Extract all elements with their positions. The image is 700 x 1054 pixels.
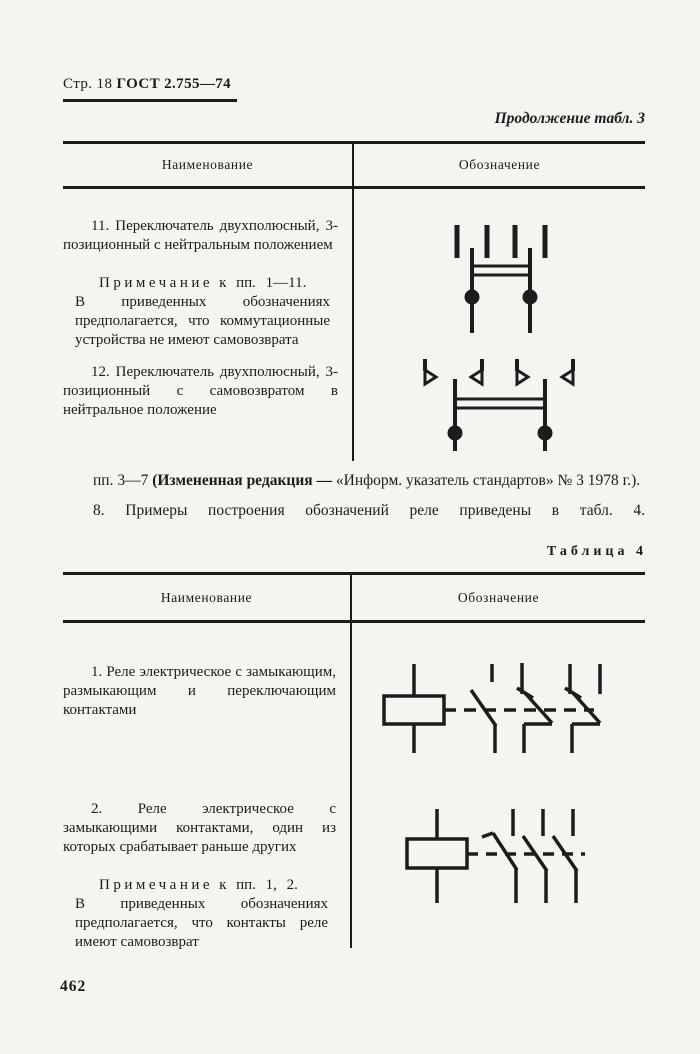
amendment-bold: (Измененная редакция — <box>152 472 333 489</box>
table-row-symbol-cell <box>350 623 645 788</box>
running-head: Стр. 18 ГОСТ 2.755—74 <box>63 76 238 102</box>
table-4: Наименование Обозначение 1. Реле электри… <box>63 572 645 950</box>
relay-no-nc-changeover-symbol <box>382 663 602 753</box>
relay-early-make-contacts-symbol <box>405 809 585 903</box>
table-row: 2. Реле электрическое с замыкающими конт… <box>63 788 350 950</box>
note-body: В приведенных обозначениях предполагаетс… <box>75 294 330 348</box>
page-number: 462 <box>60 978 87 995</box>
relay-row2-text: 2. Реле электрическое с замыкающими конт… <box>63 801 336 855</box>
table-3: Наименование Обозначение 11. Переключате… <box>63 141 645 461</box>
note-to-items-1-11: Примечание к пп. 1—11. В приведенных обоз… <box>75 274 330 350</box>
note-to-items-1-2: Примечание к пп. 1, 2. В приведенных обоз… <box>75 876 328 952</box>
body-paragraphs: пп. 3—7 (Измененная редакция — «Информ. … <box>63 470 645 521</box>
relay-row1-text: 1. Реле электрическое с замыкающим, разм… <box>63 664 336 718</box>
table3-column-header-symbol: Обозначение <box>352 144 645 189</box>
table-row: 11. Переключатель двухполюсный, 3-позици… <box>63 189 352 349</box>
switch-2pole-3pos-neutral-symbol <box>454 225 548 333</box>
item-8-paragraph: 8. Примеры построения обозначений реле п… <box>93 502 645 519</box>
table4-column-header-name: Наименование <box>63 575 350 623</box>
note-ref: к пп. 1—11. <box>219 275 307 291</box>
doc-number: ГОСТ 2.755—74 <box>116 76 232 92</box>
note-label: Примечание <box>99 275 214 291</box>
table4-caption: Таблица 4 <box>546 544 647 559</box>
row12-text: 12. Переключатель двухполюсный, 3-позици… <box>63 364 338 418</box>
amendment-prefix: пп. 3—7 <box>93 472 153 489</box>
table-row-symbol-cell <box>352 189 645 349</box>
note-ref: к пп. 1, 2. <box>219 877 298 893</box>
amendment-rest: «Информ. указатель стандартов» № 3 1978 … <box>332 472 641 489</box>
row11-text: 11. Переключатель двухполюсный, 3-позици… <box>63 218 338 253</box>
amendment-paragraph: пп. 3—7 (Измененная редакция — «Информ. … <box>63 470 645 491</box>
table-row-symbol-cell <box>352 349 645 461</box>
table-row-symbol-cell <box>350 788 645 948</box>
table3-column-header-name: Наименование <box>63 144 352 189</box>
note-label: Примечание <box>99 877 214 893</box>
table-row: 1. Реле электрическое с замыкающим, разм… <box>63 623 350 788</box>
table-row: 12. Переключатель двухполюсный, 3-позици… <box>63 349 352 461</box>
table4-column-header-symbol: Обозначение <box>350 575 645 623</box>
switch-2pole-3pos-self-return-symbol <box>423 359 575 451</box>
note-body: В приведенных обозначениях предполагаетс… <box>75 896 328 950</box>
page-label: Стр. 18 <box>63 76 113 92</box>
table3-caption: Продолжение табл. 3 <box>494 110 645 127</box>
